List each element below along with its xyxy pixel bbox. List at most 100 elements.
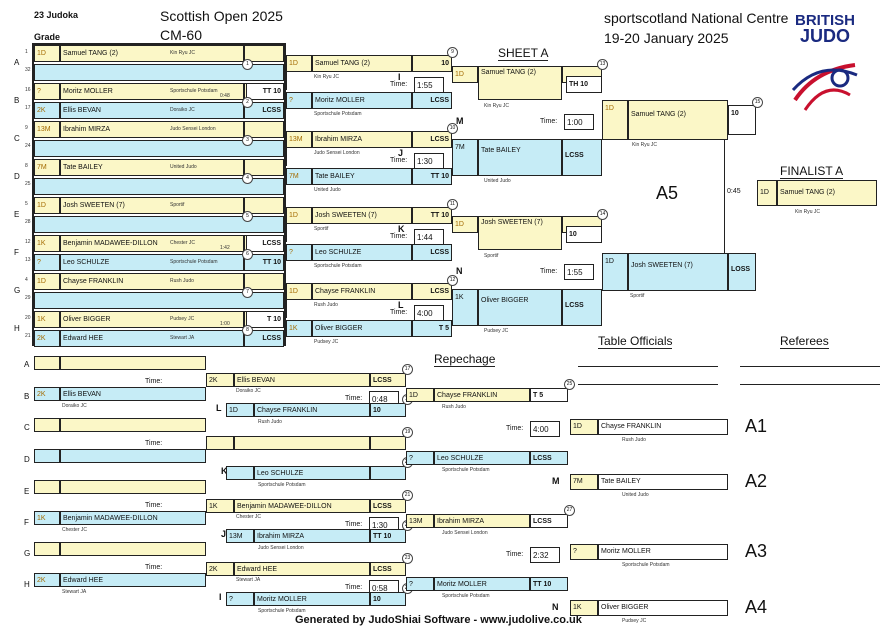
competitor-name[interactable]: Moritz MOLLER (312, 92, 412, 109)
competitor-name[interactable]: Tate BAILEY (60, 159, 244, 176)
time-label: Time: (145, 440, 163, 447)
repechage-name[interactable]: Edward HEE (60, 573, 206, 587)
repechage-name[interactable] (60, 418, 206, 432)
bracket-line (724, 140, 725, 253)
club-name: Sportschule Potsdam (258, 608, 306, 614)
competitor-name[interactable]: Oliver BIGGER (60, 311, 244, 328)
club-name: Kin Ryu JC (632, 142, 658, 148)
result-cell: TT 10 (246, 83, 284, 100)
time-label: Time: (506, 551, 524, 558)
repechage-name[interactable] (234, 436, 370, 450)
competitor-name[interactable]: Benjamin MADAWEE-DILLON (60, 235, 244, 252)
competitor-name[interactable]: Josh SWEETEN (7) (312, 207, 412, 224)
competitor-name[interactable]: Samuel TANG (2) (60, 45, 244, 62)
repechage-row-letter: F (24, 518, 29, 527)
placing-name[interactable]: Tate BAILEY (598, 474, 728, 490)
club-name: Judo Sensei London (170, 126, 216, 132)
club-name: Sportschule Potsdam (442, 593, 490, 599)
repechage-name[interactable]: Edward HEE (234, 562, 370, 576)
club-name: Sportschule Potsdam (314, 111, 362, 117)
contest-number-icon: 27 (564, 505, 575, 516)
time-value: 1:30 (414, 153, 444, 169)
placing-name[interactable]: Moritz MOLLER (598, 544, 728, 560)
repechage-name[interactable] (60, 542, 206, 556)
competitor-name[interactable]: Chayse FRANKLIN (60, 273, 244, 290)
row-letter: D (14, 172, 20, 181)
repechage-name[interactable]: Benjamin MADAWEE-DILLON (60, 511, 206, 525)
repechage-name[interactable]: Ellis BEVAN (234, 373, 370, 387)
contest-tag: M (552, 476, 560, 486)
result-cell: 10 (566, 226, 602, 243)
repechage-name[interactable]: Ellis BEVAN (60, 387, 206, 401)
grade-cell: 1D (286, 283, 312, 300)
competitor-name[interactable]: Ellis BEVAN (60, 102, 244, 119)
time-label: Time: (390, 81, 408, 88)
repechage-name[interactable]: Ibrahim MIRZA (254, 529, 370, 543)
grade-cell: 1D (34, 273, 60, 290)
contest-number-icon: 10 (447, 123, 458, 134)
repechage-name[interactable]: Moritz MOLLER (254, 592, 370, 606)
result-cell: TT 10 (412, 207, 452, 224)
competitor-name[interactable]: Chayse FRANKLIN (312, 283, 412, 300)
competitor-name[interactable]: Moritz MOLLER (60, 83, 244, 100)
competitor-name[interactable]: Tate BAILEY (312, 168, 412, 185)
grade-cell: 7M (34, 159, 60, 176)
repechage-name[interactable]: Leo SCHULZE (434, 451, 530, 465)
bout-time: 1:00 (220, 321, 230, 327)
repechage-name[interactable]: Moritz MOLLER (434, 577, 530, 591)
grade-cell: 1K (570, 600, 598, 616)
venue: sportscotland National Centre (604, 10, 789, 26)
repechage-name[interactable] (60, 480, 206, 494)
bracket-line (286, 214, 287, 242)
footer-text: Generated by JudoShiai Software - www.ju… (295, 614, 582, 626)
repechage-row-letter: H (24, 580, 30, 589)
placing-name[interactable]: Oliver BIGGER (598, 600, 728, 616)
competitor-name[interactable]: Ibrahim MIRZA (312, 131, 412, 148)
competitor-name[interactable]: Josh SWEETEN (7) (628, 253, 728, 291)
competitor-name[interactable]: Samuel TANG (2) (628, 100, 728, 140)
sheet-title: SHEET A (498, 46, 549, 61)
finalist-name[interactable]: Samuel TANG (2) (777, 180, 877, 206)
grade-cell: 7M (570, 474, 598, 490)
club-name: Kin Ryu JC (314, 74, 340, 80)
competitor-name[interactable]: Josh SWEETEN (7) (60, 197, 244, 214)
competitor-name[interactable]: Samuel TANG (2) (312, 55, 412, 72)
competitor-name[interactable]: Ibrahim MIRZA (60, 121, 244, 138)
club-name: Sportschule Potsdam (170, 259, 218, 265)
contest-number-icon: 21 (402, 490, 413, 501)
competitor-name[interactable]: Josh SWEETEN (7) (478, 216, 562, 250)
competitor-name[interactable]: Leo SCHULZE (60, 254, 244, 271)
repechage-name[interactable]: Ibrahim MIRZA (434, 514, 530, 528)
contest-tag: N (456, 266, 463, 276)
category-title: CM-60 (160, 27, 203, 43)
result-cell (244, 121, 284, 138)
grade-cell: 1K (34, 235, 60, 252)
grade-cell: ? (406, 451, 434, 465)
club-name: Chester JC (170, 240, 196, 246)
repechage-name[interactable]: Chayse FRANKLIN (434, 388, 530, 402)
competitor-name[interactable]: Edward HEE (60, 330, 244, 347)
grade-cell: 1K (452, 289, 478, 326)
repechage-row-letter: D (24, 455, 30, 464)
time-label: Time: (540, 268, 558, 275)
time-label: Time: (145, 564, 163, 571)
competitor-name[interactable]: Samuel TANG (2) (478, 66, 562, 100)
result-cell: LCSS (370, 373, 406, 387)
contest-tag: I (398, 72, 401, 82)
repechage-name[interactable]: Leo SCHULZE (254, 466, 370, 480)
competitor-name[interactable]: Oliver BIGGER (478, 289, 562, 326)
repechage-name[interactable]: Benjamin MADAWEE-DILLON (234, 499, 370, 513)
competitor-name[interactable]: Oliver BIGGER (312, 320, 412, 337)
repechage-name[interactable]: Chayse FRANKLIN (254, 403, 370, 417)
competitor-name[interactable]: Tate BAILEY (478, 139, 562, 176)
repechage-name[interactable] (60, 356, 206, 370)
club-name: Doraiko JC (170, 107, 195, 113)
repechage-name[interactable] (60, 449, 206, 463)
placing-name[interactable]: Chayse FRANKLIN (598, 419, 728, 435)
grade-cell: 1D (406, 388, 434, 402)
grade-cell: ? (34, 83, 60, 100)
grade-cell: 2K (206, 562, 234, 576)
grade-cell: 7M (452, 139, 478, 176)
row-letter: G (14, 286, 21, 295)
competitor-name[interactable]: Leo SCHULZE (312, 244, 412, 261)
